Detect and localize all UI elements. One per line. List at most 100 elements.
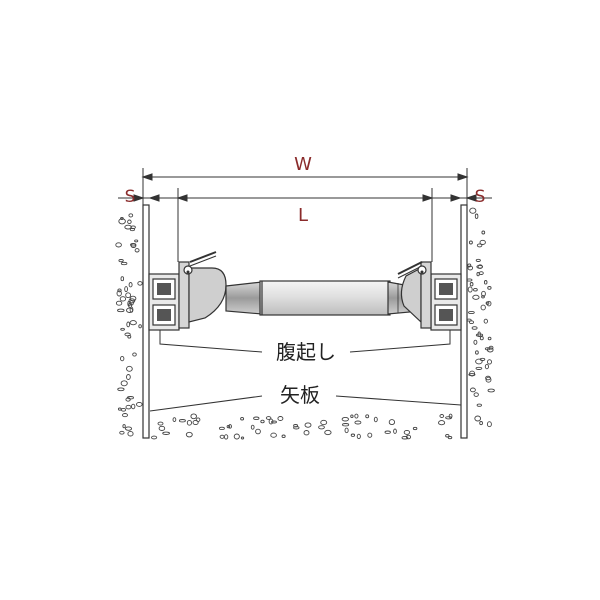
soil-pebble: [132, 352, 137, 357]
soil-pebble: [186, 419, 192, 426]
soil-pebble: [365, 414, 370, 419]
soil-pebble: [344, 427, 349, 434]
soil-pebble: [475, 333, 484, 337]
soil-pebble: [158, 425, 166, 431]
s-left-arrow-b: [148, 194, 160, 202]
soil-pebble: [125, 397, 131, 402]
s-left-arrow-a: [133, 194, 145, 202]
soil-pebble: [226, 424, 231, 429]
soil-pebble: [479, 239, 486, 245]
soil-pebble: [304, 422, 312, 428]
soil-pebble: [439, 414, 445, 418]
soil-pebble: [271, 420, 277, 424]
soil-pebble: [393, 428, 397, 434]
soil-pebble: [128, 282, 133, 288]
l-arrow-right: [422, 194, 434, 202]
soil-pebble: [117, 288, 122, 293]
soil-pebble: [486, 300, 492, 307]
s-right-arrow-a: [450, 194, 462, 202]
soil-pebble: [233, 433, 240, 440]
soil-pebble: [405, 434, 412, 440]
soil-pebble: [475, 366, 483, 370]
soil-pebble: [476, 264, 484, 269]
strut-bracket-left: [188, 267, 227, 323]
soil-pebble: [448, 413, 453, 419]
soil-pebble: [473, 392, 479, 397]
soil-pebble: [473, 287, 478, 292]
soil-pebble: [124, 224, 132, 230]
soil-pebble: [303, 430, 310, 436]
soil-pebble: [178, 419, 186, 423]
soil-pebble: [350, 414, 354, 418]
soil-pebble: [265, 416, 272, 420]
soil-pebble: [116, 290, 122, 297]
soil-pebble: [137, 281, 143, 286]
s-left-label: S: [125, 187, 136, 207]
soil-pebble: [384, 430, 391, 434]
soil-pebble: [255, 428, 261, 435]
soil-pebble: [483, 318, 488, 324]
soil-pebble: [127, 219, 132, 225]
soil-texture-bottom: [151, 413, 453, 440]
dimension-lines: [118, 168, 492, 262]
wale-label: 腹起し: [276, 340, 336, 364]
soil-pebble: [125, 292, 131, 299]
soil-pebble: [277, 416, 284, 421]
soil-pebble: [481, 290, 486, 297]
soil-pebble: [122, 424, 126, 429]
soil-pebble: [126, 374, 131, 380]
soil-pebble: [118, 218, 126, 225]
soil-pebble: [129, 295, 137, 302]
soil-pebble: [240, 416, 245, 421]
soil-pebble: [320, 419, 328, 426]
wale-leader-right: [349, 330, 451, 353]
soil-pebble: [354, 413, 359, 419]
soil-pebble: [134, 248, 140, 253]
soil-pebble: [157, 421, 164, 426]
soil-pebble: [130, 243, 137, 247]
soil-pebble: [318, 425, 325, 430]
wale-leader-left: [159, 330, 263, 353]
soil-pebble: [483, 280, 488, 285]
strut-assembly: [178, 251, 432, 329]
soil-pebble: [124, 332, 131, 337]
wale-right: [430, 273, 462, 331]
soil-pebble: [223, 434, 229, 440]
w-arrow-right: [457, 173, 469, 181]
soil-pebble: [479, 421, 483, 426]
soil-pebble: [172, 417, 177, 422]
soil-pebble: [138, 324, 142, 329]
soil-pebble: [469, 370, 476, 377]
sheet-pile-leader-left: [149, 395, 263, 412]
soil-pebble: [124, 286, 128, 293]
soil-pebble: [485, 376, 492, 383]
soil-pebble: [476, 271, 480, 277]
soil-pebble: [468, 373, 476, 377]
soil-pebble: [476, 243, 483, 248]
soil-pebble: [412, 426, 418, 431]
soil-pebble: [474, 415, 482, 422]
soil-pebble: [128, 213, 134, 218]
soil-pebble: [120, 407, 127, 412]
soil-pebble: [469, 282, 474, 287]
soil-pebble: [468, 320, 475, 325]
strut-bracket-right: [400, 267, 422, 324]
soil-pebble: [468, 310, 475, 315]
s-right-arrow-b: [465, 194, 477, 202]
soil-pebble: [125, 404, 132, 410]
soil-pebble: [126, 396, 134, 400]
soil-pebble: [445, 416, 453, 420]
soil-pebble: [403, 429, 411, 435]
soil-pebble: [119, 296, 127, 302]
soil-pebble: [250, 424, 255, 430]
soil-pebble: [341, 416, 349, 422]
soil-pebble: [253, 416, 260, 421]
s-right-label: S: [475, 187, 486, 207]
soil-pebble: [129, 227, 135, 232]
w-arrow-left: [141, 173, 153, 181]
soil-pebble: [120, 380, 128, 387]
sheet-pile-label: 矢板: [280, 383, 320, 407]
soil-pebble: [467, 286, 473, 293]
wale-left: [148, 273, 180, 331]
